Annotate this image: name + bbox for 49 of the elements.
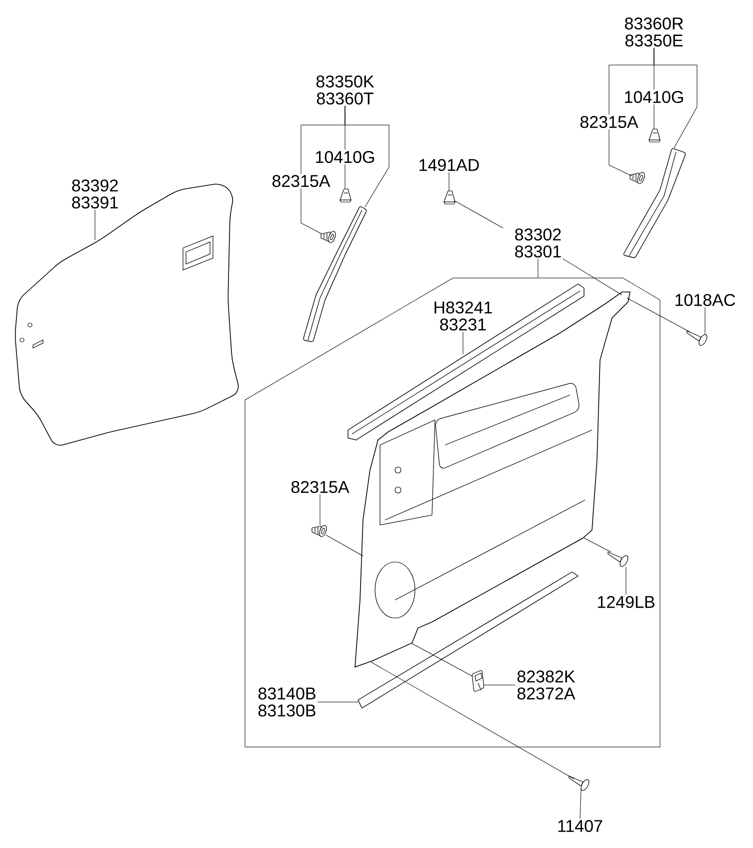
screw: [568, 776, 590, 791]
clip: [444, 190, 456, 204]
push-clip: [320, 230, 336, 244]
part-number: 82382K 82372A: [517, 670, 576, 700]
part-number: 1249LB: [598, 596, 654, 608]
leader-line: [484, 684, 516, 686]
leader-line: [626, 298, 690, 332]
leader-line: [410, 642, 472, 676]
part-number: 83350K 83360T: [316, 75, 374, 105]
part-number: 10410G: [316, 150, 374, 164]
part-number: 83360R 83350E: [624, 17, 683, 47]
clip: [648, 128, 660, 142]
part-number: 11407: [558, 820, 602, 832]
part-number: 83302 83301: [515, 228, 561, 258]
leader-line: [462, 332, 464, 354]
cap: [472, 670, 484, 692]
belt-rail-drawing: [348, 284, 584, 440]
leader-line: [344, 164, 346, 190]
screw: [608, 552, 628, 567]
part-number: 1018AC: [676, 294, 736, 306]
leader-line: [94, 210, 96, 240]
leader-line: [562, 258, 622, 296]
pillar-trim-drawing: [303, 206, 367, 342]
push-clip: [312, 524, 327, 538]
leader-line: [704, 307, 706, 334]
screw: [686, 330, 708, 346]
part-number: H83241 83231: [434, 301, 492, 331]
leader-line: [370, 662, 574, 780]
part-number: 1491AD: [420, 158, 479, 172]
part-number: 10410G: [625, 90, 683, 104]
push-clip: [630, 172, 645, 184]
clip: [340, 188, 352, 202]
garnish-strip: [358, 572, 579, 708]
leader-line: [580, 788, 582, 819]
pillar-trim-drawing: [623, 148, 686, 258]
leader-line: [608, 129, 632, 176]
leader-line: [344, 106, 390, 208]
leader-line: [584, 538, 612, 552]
leader-line: [454, 200, 504, 228]
leader-line: [326, 534, 364, 556]
part-number: 82315A: [291, 480, 350, 494]
part-number: 83140B 83130B: [258, 687, 316, 717]
part-number: 83392 83391: [72, 179, 118, 209]
part-number: 82315A: [580, 116, 638, 128]
leader-line: [448, 172, 450, 192]
group-frame: [244, 278, 660, 748]
leader-line: [300, 188, 322, 234]
leader-line: [654, 48, 698, 148]
part-number: 82315A: [272, 174, 330, 188]
